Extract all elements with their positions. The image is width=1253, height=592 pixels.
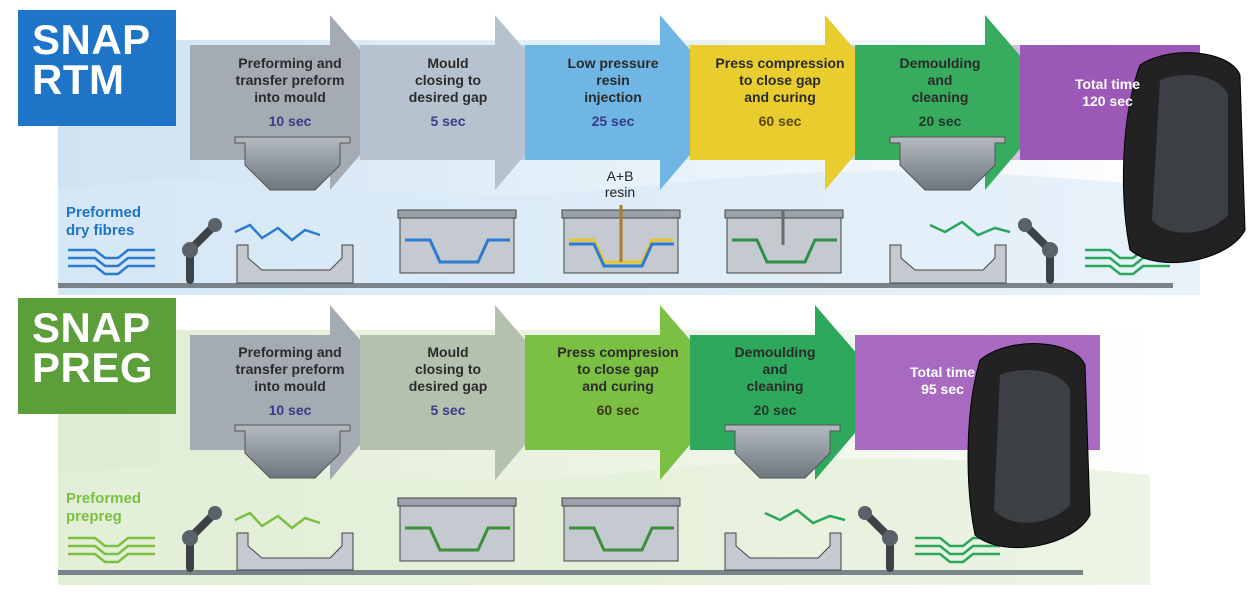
badge-line: SNAP (32, 16, 151, 63)
total-line: 120 sec (1082, 93, 1133, 109)
rtm-step-label: Mould closing to desired gap (378, 55, 518, 106)
snap-preg-badge: SNAP PREG (18, 298, 176, 414)
badge-line: RTM (32, 56, 125, 103)
snap-rtm-badge: SNAP RTM (18, 10, 176, 126)
label-line: transfer preform (235, 72, 345, 88)
label-line: and curing (744, 89, 816, 105)
label-line: Preforming and (238, 344, 342, 360)
badge-line: SNAP (32, 304, 151, 351)
rtm-step-time: 20 sec (918, 113, 962, 129)
side-line: Preformed (66, 490, 142, 507)
label-line: Mould (427, 55, 469, 71)
rtm-step-time: 60 sec (758, 113, 802, 129)
rtm-step-label: Low pressure resin injection (543, 55, 683, 106)
label-line: resin (596, 72, 630, 88)
total-line: Total time (909, 364, 976, 380)
preg-step-time: 10 sec (268, 402, 312, 418)
badge-line: PREG (32, 344, 154, 391)
preg-step-label: Mould closing to desired gap (378, 344, 518, 395)
rtm-step-label: Demoulding and cleaning (870, 55, 1010, 106)
label-line: Demoulding (899, 55, 981, 71)
resin-label: A+B resin (585, 168, 655, 200)
label-line: and (927, 72, 953, 88)
label-line: to close gap (739, 72, 821, 88)
rtm-step-time: 25 sec (591, 113, 635, 129)
label-line: desired gap (408, 378, 488, 394)
resin-line: resin (604, 184, 636, 200)
seat-image-preg (967, 343, 1091, 549)
label-line: Press compression (715, 55, 845, 71)
label-line: cleaning (911, 89, 969, 105)
label-line: closing to (414, 72, 482, 88)
rtm-total-time: Total time 120 sec (1060, 76, 1155, 110)
label-line: transfer preform (235, 361, 345, 377)
label-line: and (762, 361, 788, 377)
preg-step-time: 60 sec (596, 402, 640, 418)
rtm-step-label: Preforming and transfer preform into mou… (215, 55, 365, 106)
preg-step-label: Preforming and transfer preform into mou… (215, 344, 365, 395)
preg-step-time: 5 sec (430, 402, 466, 418)
side-line: Preformed (66, 204, 142, 221)
rtm-side-label: Preformed dry fibres (66, 204, 141, 240)
label-line: and curing (582, 378, 654, 394)
preg-total-time: Total time 95 sec (895, 364, 990, 398)
label-line: into mould (254, 89, 326, 105)
side-line: prepreg (66, 508, 122, 525)
rtm-step-time: 5 sec (430, 113, 466, 129)
preg-arrow-track (190, 305, 1100, 480)
label-line: Preforming and (238, 55, 342, 71)
preg-step-label: Press compresion to close gap and curing (543, 344, 693, 395)
rtm-step-time: 10 sec (268, 113, 312, 129)
rtm-arrow-track (190, 15, 1200, 190)
preg-side-label: Preformed prepreg (66, 490, 141, 526)
total-line: 95 sec (921, 381, 964, 397)
label-line: Low pressure (567, 55, 659, 71)
label-line: Mould (427, 344, 469, 360)
preg-step-time: 20 sec (753, 402, 797, 418)
total-line: Total time (1074, 76, 1141, 92)
resin-line: A+B (606, 168, 634, 184)
side-line: dry fibres (66, 222, 135, 239)
label-line: injection (584, 89, 642, 105)
label-line: into mould (254, 378, 326, 394)
seat-image-rtm (1122, 52, 1246, 264)
label-line: Demoulding (734, 344, 816, 360)
preg-step-label: Demoulding and cleaning (705, 344, 845, 395)
label-line: desired gap (408, 89, 488, 105)
label-line: cleaning (746, 378, 804, 394)
rtm-step-label: Press compression to close gap and curin… (705, 55, 855, 106)
label-line: to close gap (577, 361, 659, 377)
label-line: Press compresion (557, 344, 679, 360)
label-line: closing to (414, 361, 482, 377)
